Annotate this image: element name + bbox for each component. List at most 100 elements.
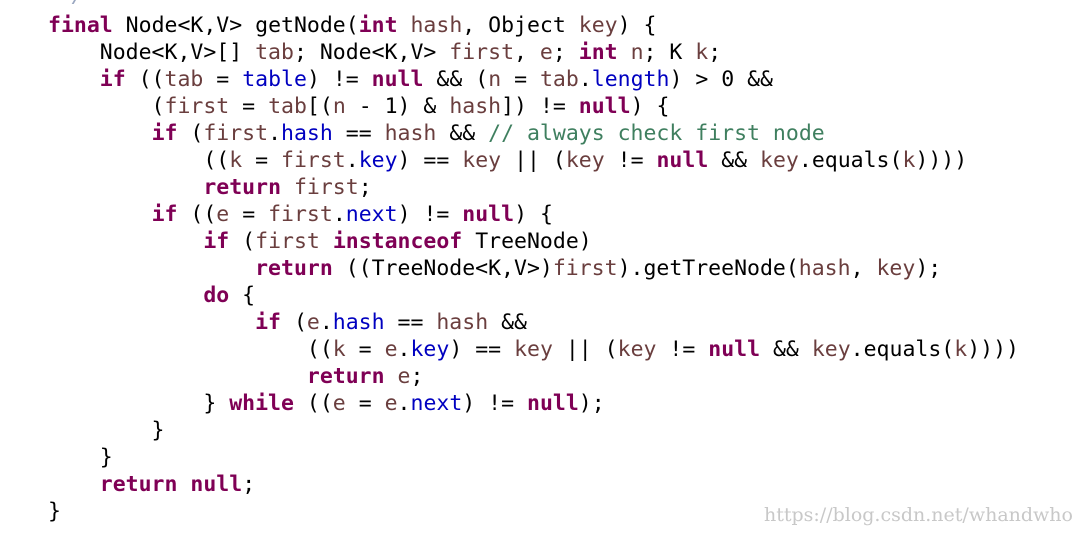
code-text: ) { (514, 202, 553, 227)
variable-token: e (332, 391, 346, 416)
code-text (48, 202, 152, 227)
variable-token: tab (164, 67, 204, 92)
code-line: if (first.hash == hash && // always chec… (0, 120, 1019, 147)
code-text (48, 472, 100, 497)
code-text: )))) (967, 337, 1019, 362)
code-line: (first = tab[(n - 1) & hash]) != null) { (0, 93, 1019, 120)
variable-token: hash (436, 310, 489, 335)
variable-token: hash (449, 94, 502, 119)
code-line: ((k = first.key) == key || (key != null … (0, 147, 1019, 174)
variable-token: k (332, 337, 346, 362)
variable-token: key (617, 337, 657, 362)
code-text: && (436, 121, 489, 146)
variable-token: first (255, 229, 320, 254)
variable-token: key (760, 148, 799, 173)
code-text: ); (578, 391, 605, 416)
code-text: != (656, 337, 709, 362)
variable-token: e (397, 364, 411, 389)
code-text: Node<K,V>[] (48, 40, 256, 65)
code-text: } (48, 445, 113, 470)
variable-token: key (565, 148, 605, 173)
code-text: = (345, 337, 385, 362)
code-text (618, 40, 631, 65)
code-line: ((k = e.key) == key || (key != null && k… (0, 336, 1019, 363)
variable-token: e (539, 40, 553, 65)
code-text: && (760, 337, 812, 362)
comment-token: // always check first node (488, 121, 825, 146)
code-text (48, 310, 255, 335)
variable-token: key (462, 148, 502, 173)
code-text: && (708, 148, 761, 173)
keyword-token: do (203, 283, 230, 308)
keyword-token: null (527, 391, 579, 416)
keyword-token: return (99, 472, 178, 497)
code-text (48, 67, 100, 92)
code-text: , Object (462, 13, 579, 38)
keyword-token: instanceof (332, 229, 463, 254)
variable-token: n (488, 67, 502, 92)
scroll-fragment-mark (71, 0, 87, 4)
code-line: return null; (0, 471, 1019, 498)
code-line: } (0, 498, 1019, 525)
code-text: ; (358, 175, 372, 200)
code-text: ) != (462, 391, 528, 416)
code-text: . (268, 121, 282, 146)
keyword-token: return (203, 175, 282, 200)
code-text: ; (552, 40, 579, 65)
code-text: = (229, 202, 269, 227)
variable-token: first (449, 40, 515, 65)
code-text: ( (48, 94, 165, 119)
code-line: do { (0, 282, 1019, 309)
field-token: key (358, 148, 398, 173)
code-text: && (488, 310, 527, 335)
keyword-token: null (462, 202, 515, 227)
code-text: ; (708, 40, 722, 65)
variable-token: first (268, 202, 333, 227)
variable-token: k (902, 148, 916, 173)
code-text (281, 175, 294, 200)
code-text: . (345, 148, 359, 173)
code-text: ).getTreeNode( (617, 256, 799, 281)
code-text: , (514, 40, 540, 65)
code-text: ) { (617, 13, 657, 38)
code-text: ) { (630, 94, 670, 119)
keyword-token: if (203, 229, 230, 254)
code-text: . (397, 391, 411, 416)
code-text: || ( (552, 337, 618, 362)
code-text (48, 229, 203, 254)
code-text: ( (229, 229, 256, 254)
code-text: (( (177, 202, 217, 227)
code-line: return ((TreeNode<K,V>)first).getTreeNod… (0, 255, 1019, 282)
keyword-token: if (151, 121, 178, 146)
code-text (48, 256, 255, 281)
code-text: . (397, 337, 411, 362)
code-editor[interactable]: final Node<K,V> getNode(int hash, Object… (0, 12, 1019, 525)
code-text: ( (177, 121, 204, 146)
variable-token: key (811, 337, 851, 362)
code-text: ) != (397, 202, 463, 227)
code-text: [( (306, 94, 333, 119)
field-token: hash (281, 121, 333, 146)
code-text: { (229, 283, 256, 308)
code-text: || ( (501, 148, 566, 173)
code-line: return e; (0, 363, 1019, 390)
variable-token: e (216, 202, 230, 227)
variable-token: first (164, 94, 230, 119)
code-text: (( (125, 67, 165, 92)
code-text (177, 472, 190, 497)
code-text: . (578, 67, 592, 92)
code-text: } (48, 418, 165, 443)
code-text: } (48, 499, 61, 524)
watermark: https://blog.csdn.net/whandwho (763, 504, 1073, 526)
code-text: = (242, 148, 282, 173)
code-text: ; K (643, 40, 696, 65)
code-text (48, 364, 307, 389)
code-line: } (0, 444, 1019, 471)
keyword-token: int (578, 40, 618, 65)
code-text (320, 229, 333, 254)
code-line: if ((e = first.next) != null) { (0, 201, 1019, 228)
code-text: = (501, 67, 540, 92)
variable-token: key (876, 256, 916, 281)
code-text: TreeNode) (462, 229, 592, 254)
code-text: = (229, 94, 269, 119)
